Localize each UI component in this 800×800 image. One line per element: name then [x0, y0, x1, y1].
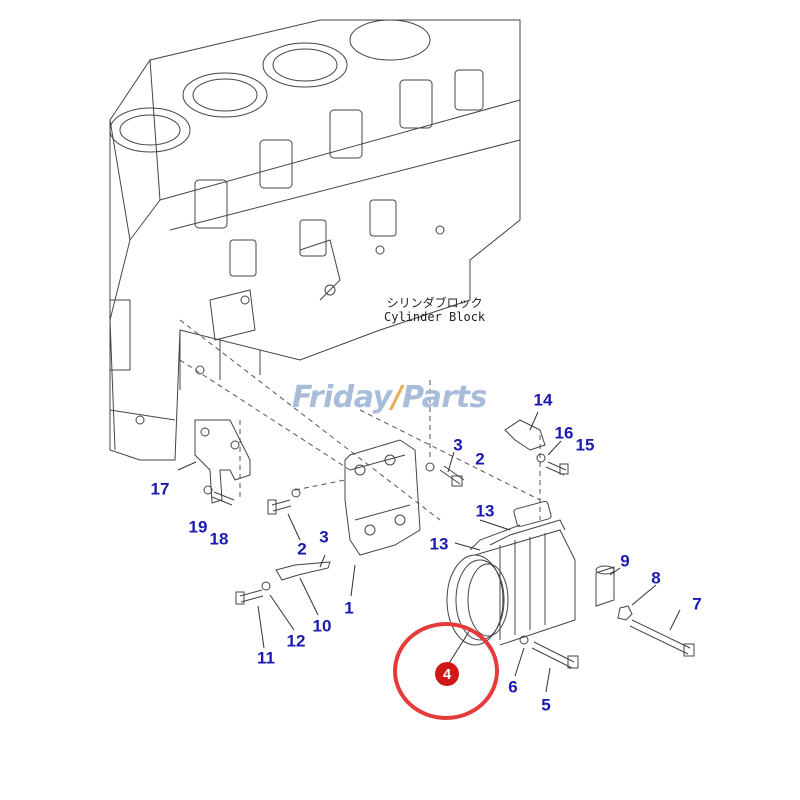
callout-7[interactable]: 7 — [692, 594, 702, 614]
callout-16[interactable]: 16 — [554, 423, 574, 443]
compressor-drawing — [446, 500, 576, 646]
callout-18[interactable]: 18 — [209, 529, 229, 549]
callout-3[interactable]: 3 — [319, 527, 329, 547]
cylinder-block-label: シリンダブロック Cylinder Block — [384, 296, 485, 324]
callout-2[interactable]: 2 — [297, 539, 307, 559]
callout-1[interactable]: 1 — [344, 598, 354, 618]
callout-5[interactable]: 5 — [541, 695, 551, 715]
callout-12[interactable]: 12 — [286, 631, 306, 651]
callout-14[interactable]: 14 — [533, 390, 553, 410]
callout-3[interactable]: 3 — [453, 435, 463, 455]
callout-9[interactable]: 9 — [620, 551, 630, 571]
callout-13[interactable]: 13 — [475, 501, 495, 521]
watermark-logo: Friday/Parts — [292, 380, 487, 415]
callout-8[interactable]: 8 — [651, 568, 661, 588]
callout-17[interactable]: 17 — [150, 479, 170, 499]
callout-2[interactable]: 2 — [475, 449, 485, 469]
cylinder-block-label-jp: シリンダブロック — [386, 296, 483, 310]
highlight-ring-part-4 — [393, 622, 499, 720]
callout-11[interactable]: 11 — [257, 648, 275, 668]
callout-10[interactable]: 10 — [312, 616, 332, 636]
highlight-badge-part-4[interactable]: 4 — [435, 662, 459, 686]
bracket-17 — [194, 419, 251, 504]
callout-13[interactable]: 13 — [429, 534, 449, 554]
callout-19[interactable]: 19 — [188, 517, 208, 537]
bracket-1 — [344, 439, 421, 556]
callout-6[interactable]: 6 — [508, 677, 518, 697]
cylinder-block-label-en: Cylinder Block — [384, 310, 486, 324]
cylinder-block-drawing — [109, 19, 521, 461]
callout-15[interactable]: 15 — [575, 435, 595, 455]
